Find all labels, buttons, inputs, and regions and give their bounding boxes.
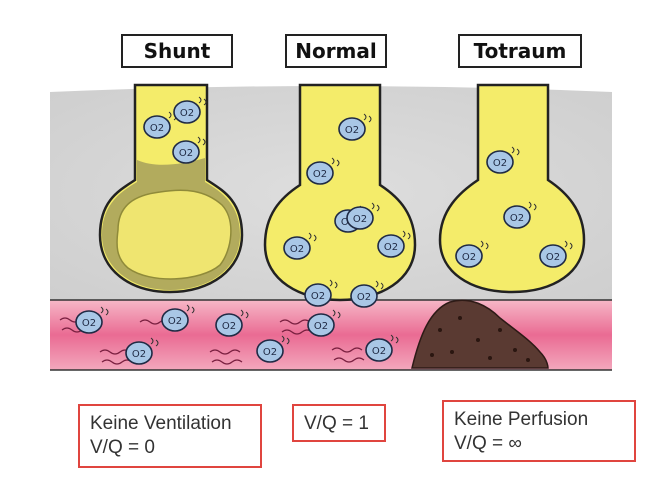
oxygen-molecule-label: O2 [168, 316, 182, 327]
label-shunt-line1: Keine Ventilation [90, 412, 250, 436]
label-totraum-line2: V/Q = ∞ [454, 432, 624, 456]
oxygen-molecule-label: O2 [510, 213, 524, 224]
oxygen-molecule-label: O2 [546, 252, 560, 263]
oxygen-molecule-label: O2 [314, 321, 328, 332]
oxygen-molecule-label: O2 [222, 321, 236, 332]
oxygen-molecule-label: O2 [82, 318, 96, 329]
oxygen-molecule-label: O2 [180, 108, 194, 119]
label-normal-line1: V/Q = 1 [304, 412, 374, 436]
oxygen-molecule-label: O2 [357, 292, 371, 303]
label-normal: V/Q = 1 [292, 404, 386, 442]
label-shunt-line2: V/Q = 0 [90, 436, 250, 460]
oxygen-molecule-label: O2 [311, 291, 325, 302]
oxygen-molecule-label: O2 [384, 242, 398, 253]
oxygen-molecule-label: O2 [372, 346, 386, 357]
oxygen-molecule-label: O2 [179, 148, 193, 159]
oxygen-molecule-label: O2 [313, 169, 327, 180]
title-normal: Normal [285, 34, 387, 68]
label-totraum-line1: Keine Perfusion [454, 408, 624, 432]
oxygen-molecule-label: O2 [493, 158, 507, 169]
oxygen-molecule-label: O2 [462, 252, 476, 263]
label-totraum: Keine Perfusion V/Q = ∞ [442, 400, 636, 462]
oxygen-molecule-label: O2 [345, 125, 359, 136]
oxygen-molecule-label: O2 [353, 214, 367, 225]
oxygen-molecule-label: O2 [290, 244, 304, 255]
label-shunt: Keine Ventilation V/Q = 0 [78, 404, 262, 468]
oxygen-molecule-label: O2 [150, 123, 164, 134]
title-shunt: Shunt [121, 34, 233, 68]
oxygen-molecule-label: O2 [132, 349, 146, 360]
title-totraum: Totraum [458, 34, 582, 68]
oxygen-molecule-label: O2 [263, 347, 277, 358]
